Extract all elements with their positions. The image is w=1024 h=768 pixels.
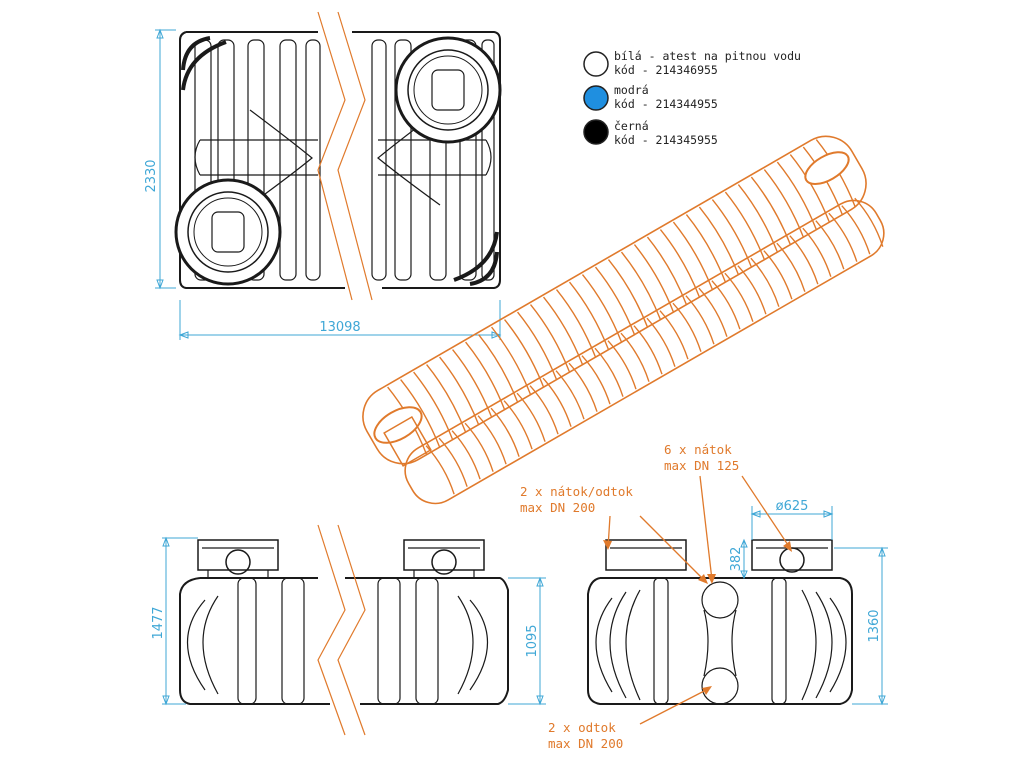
annotations: 6 x nátok max DN 125 2 x nátok/odtok max… (520, 442, 792, 751)
legend-swatch-blue (583, 85, 609, 111)
annotation-inlet-6-line2: max DN 125 (664, 458, 739, 473)
iso-rib (478, 334, 546, 442)
iso-rib (620, 251, 689, 360)
leader-arrows (603, 540, 792, 695)
legend-white-line2: kód - 214346955 (614, 63, 718, 77)
iso-rib (400, 379, 468, 487)
manhole-top-right (394, 36, 502, 144)
dim-height-side: 1477 (151, 606, 166, 639)
iso-rib (542, 296, 611, 405)
iso-rib (517, 311, 585, 420)
iso-rib (737, 184, 806, 292)
annotation-inout-2-line1: 2 x nátok/odtok (520, 484, 633, 499)
iso-rib (646, 236, 715, 345)
isometric-view (362, 135, 885, 505)
color-legend: bílá - atest na pitnou vodu kód - 214346… (583, 49, 801, 147)
iso-rib (529, 304, 598, 412)
legend-black-line1: černá (614, 119, 649, 133)
side-view: 1477 1095 (151, 524, 546, 736)
iso-rib (465, 341, 533, 450)
iso-rib (504, 319, 572, 427)
legend-swatch-white (583, 51, 609, 77)
legend-blue-line2: kód - 214344955 (614, 97, 718, 111)
iso-rib (698, 206, 767, 315)
dim-diameter: ø625 (776, 499, 809, 514)
dim-height-side-inner: 1095 (525, 624, 540, 657)
dim-width-top: 13098 (319, 320, 360, 335)
manhole-bottom-left (174, 178, 282, 286)
annotation-out-2-line2: max DN 200 (548, 736, 623, 751)
iso-rib (659, 229, 728, 337)
legend-black-line2: kód - 214345955 (614, 133, 718, 147)
top-view: 2330 13098 (144, 11, 502, 340)
dim-height-end-top: 382 (729, 547, 744, 572)
iso-rib (607, 259, 676, 367)
iso-rib (426, 364, 494, 472)
iso-rib (594, 266, 663, 375)
iso-rib (711, 199, 780, 307)
iso-rib (789, 154, 858, 262)
legend-white-line1: bílá - atest na pitnou vodu (614, 49, 801, 63)
iso-rib (685, 214, 754, 322)
annotation-inlet-6-line1: 6 x nátok (664, 442, 732, 457)
iso-rib (491, 326, 559, 435)
iso-rib (633, 244, 702, 352)
iso-ribs (387, 139, 884, 495)
iso-rib (581, 274, 650, 382)
iso-rib (815, 139, 884, 247)
annotation-out-2-line1: 2 x odtok (548, 720, 616, 735)
iso-rib (776, 161, 845, 270)
end-view: 1360 382 ø625 (587, 499, 888, 706)
dim-height-top: 2330 (144, 159, 159, 192)
iso-rib (439, 356, 507, 465)
iso-rib (555, 289, 624, 397)
iso-rib (568, 281, 637, 390)
iso-rib (724, 191, 793, 300)
legend-swatch-black (583, 119, 609, 145)
dim-height-end: 1360 (867, 609, 882, 642)
iso-rib (763, 169, 832, 277)
annotation-inout-2-line2: max DN 200 (520, 500, 595, 515)
iso-rib (452, 349, 520, 457)
iso-rib (413, 371, 481, 480)
iso-rib (750, 176, 819, 285)
legend-blue-line1: modrá (614, 83, 649, 97)
iso-rib (672, 221, 741, 330)
